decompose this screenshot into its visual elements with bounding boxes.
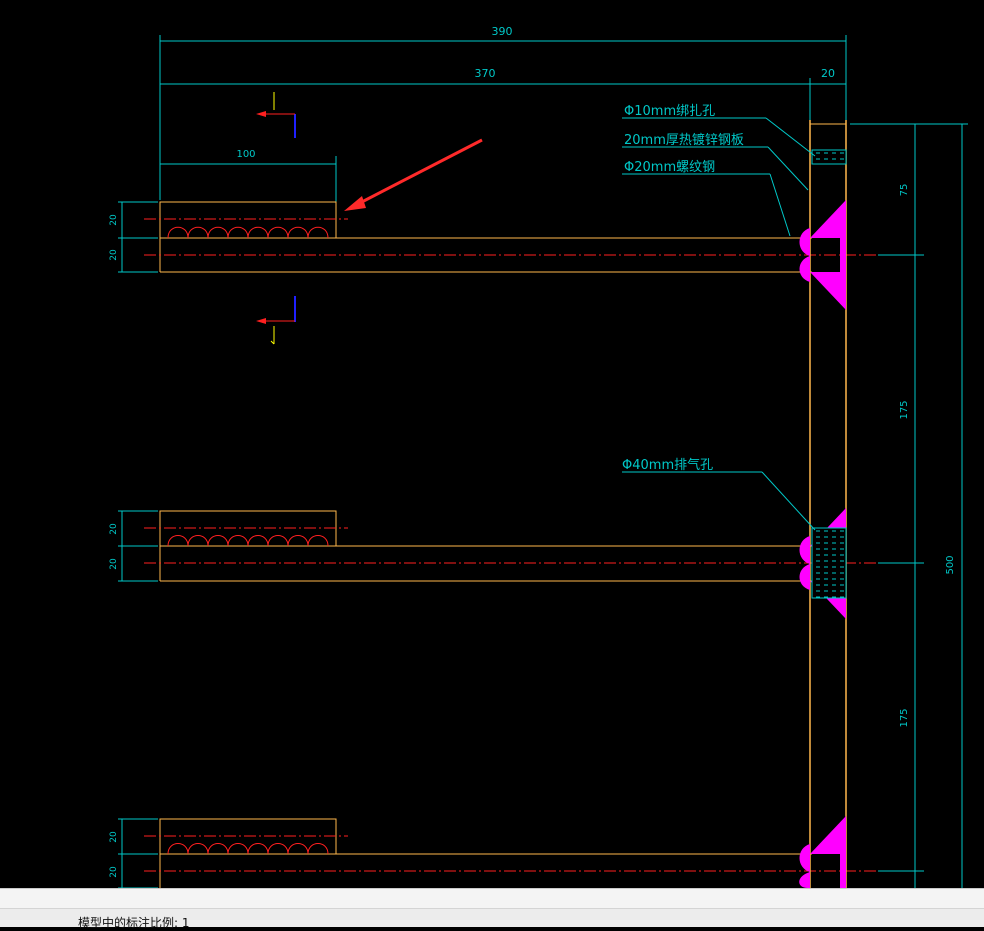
- dim-bar-length: [160, 78, 846, 120]
- coil-loop: [167, 535, 189, 547]
- coil-loop: [207, 226, 229, 239]
- coil-loop: [167, 226, 189, 239]
- anchor-plate-3: [799, 816, 846, 888]
- dim-bar-spacing-a-1: 20: [109, 214, 119, 226]
- dim-bar-length-label: 370: [475, 67, 496, 80]
- coil-loop: [187, 226, 209, 239]
- dim-total-width: [159, 35, 847, 200]
- dim-lap-length: [160, 156, 337, 202]
- coil-loop: [267, 535, 289, 547]
- dim-bar-spacing-b-3: 20: [109, 866, 119, 878]
- coil-loop: [207, 843, 229, 855]
- coil-loop: [247, 535, 269, 547]
- coil-loop: [247, 226, 269, 239]
- cad-drawing: 390 370 20 100 1 1: [109, 25, 968, 888]
- dim-vertical-chain: [850, 123, 968, 888]
- pointer-arrow: [344, 138, 483, 211]
- coil-loop: [287, 535, 309, 547]
- dim-bar-spacing-a-3: 20: [109, 831, 119, 843]
- dim-bar-spacing-b-2: 20: [109, 558, 119, 570]
- coil-loop: [187, 843, 209, 855]
- coil-loop: [207, 535, 229, 547]
- dim-bar-spacing-b-1: 20: [109, 249, 119, 261]
- coil-loop: [287, 843, 309, 855]
- dim-bar-spacing-a-2: 20: [109, 523, 119, 535]
- drawing-canvas[interactable]: 390 370 20 100 1 1: [0, 0, 984, 888]
- coil-loop: [267, 226, 289, 239]
- dim-spacing-1-label: 175: [899, 400, 910, 419]
- coil-loop: [307, 535, 329, 547]
- anchor-plate-1: [799, 200, 846, 310]
- dim-lap-length-label: 100: [236, 149, 255, 160]
- rebar-group-2: [118, 510, 878, 582]
- annotation-bind-hole: Φ10mm绑扎孔: [624, 104, 715, 119]
- status-text: 模型中的标注比例: 1: [78, 916, 190, 930]
- annotation-rebar: Φ20mm螺纹钢: [624, 160, 715, 175]
- dim-top-offset-label: 75: [899, 184, 910, 197]
- section-mark-top: [256, 92, 296, 138]
- vent-hole-section: [811, 527, 847, 599]
- coil-loop: [247, 843, 269, 855]
- bind-hole-section: [811, 149, 847, 165]
- annotation-steel-plate: 20mm厚热镀锌钢板: [624, 132, 744, 148]
- status-bar: 模型中的标注比例: 1: [0, 888, 984, 930]
- dim-total-height-label: 500: [945, 555, 956, 574]
- coil-loop: [187, 535, 209, 547]
- section-mark-bottom: [256, 296, 296, 345]
- coil-loop: [287, 226, 309, 239]
- coil-loop: [227, 226, 249, 239]
- coil-loop: [167, 843, 189, 855]
- coil-loop: [307, 226, 329, 239]
- annotation-vent-hole: Φ40mm排气孔: [622, 457, 713, 473]
- status-bar-strip: [0, 889, 984, 909]
- dim-wall-thickness-label: 20: [821, 67, 835, 80]
- anchor-plate-2: [799, 508, 847, 619]
- coil-loop: [227, 535, 249, 547]
- dim-spacing-2-label: 175: [899, 708, 910, 727]
- rebar-group-1: [118, 201, 878, 273]
- leader-lines: [622, 117, 816, 531]
- dim-total-width-label: 390: [492, 25, 513, 38]
- coil-loop: [267, 843, 289, 855]
- coil-loop: [307, 843, 329, 855]
- coil-loop: [227, 843, 249, 855]
- rebar-group-3: [118, 818, 878, 888]
